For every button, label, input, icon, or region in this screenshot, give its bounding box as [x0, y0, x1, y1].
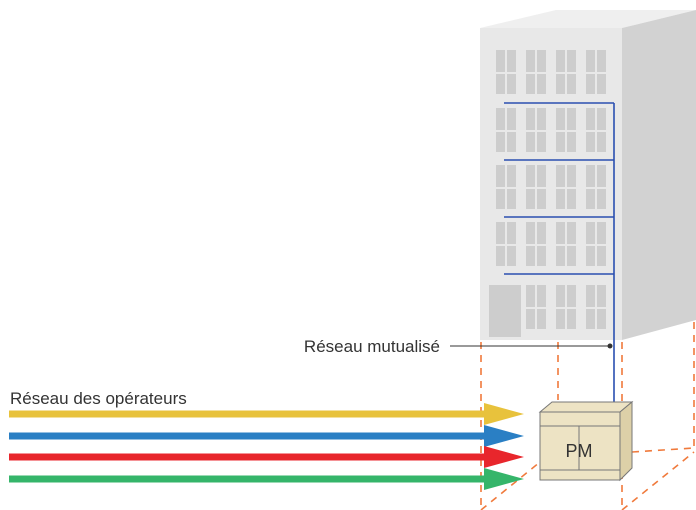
- window: [556, 165, 576, 209]
- operator-arrows: [9, 403, 524, 490]
- window: [526, 222, 546, 266]
- window: [586, 108, 606, 152]
- vertical-fiber-network: [504, 102, 615, 412]
- operator-arrow: [9, 403, 524, 425]
- window: [496, 50, 516, 94]
- operator-arrow: [9, 425, 524, 447]
- building-top: [480, 10, 696, 28]
- building-windows: [496, 50, 606, 329]
- pm-cabinet: PM: [538, 400, 634, 482]
- dashed-line: [621, 451, 695, 510]
- building: [480, 10, 696, 340]
- window: [496, 222, 516, 266]
- window: [496, 108, 516, 152]
- window: [586, 50, 606, 94]
- window: [526, 285, 546, 329]
- pm-cabinet-top: [538, 401, 634, 413]
- window: [556, 222, 576, 266]
- window: [586, 285, 606, 329]
- window: [556, 285, 576, 329]
- operator-arrow: [9, 446, 524, 468]
- shared-network-leader-dot: [607, 343, 613, 349]
- operator-arrow: [9, 468, 524, 490]
- operators-network-label: Réseau des opérateurs: [10, 389, 187, 408]
- window: [526, 50, 546, 94]
- window: [586, 222, 606, 266]
- window: [526, 165, 546, 209]
- building-door: [489, 285, 521, 337]
- window: [556, 108, 576, 152]
- dashed-line: [631, 447, 695, 453]
- pm-cabinet-side: [619, 400, 633, 482]
- window: [526, 108, 546, 152]
- shared-network-label: Réseau mutualisé: [304, 337, 440, 356]
- pm-label: PM: [566, 441, 593, 461]
- window: [586, 165, 606, 209]
- building-side: [622, 10, 696, 340]
- pm-cabinet-front: [539, 411, 621, 481]
- window: [556, 50, 576, 94]
- window: [496, 165, 516, 209]
